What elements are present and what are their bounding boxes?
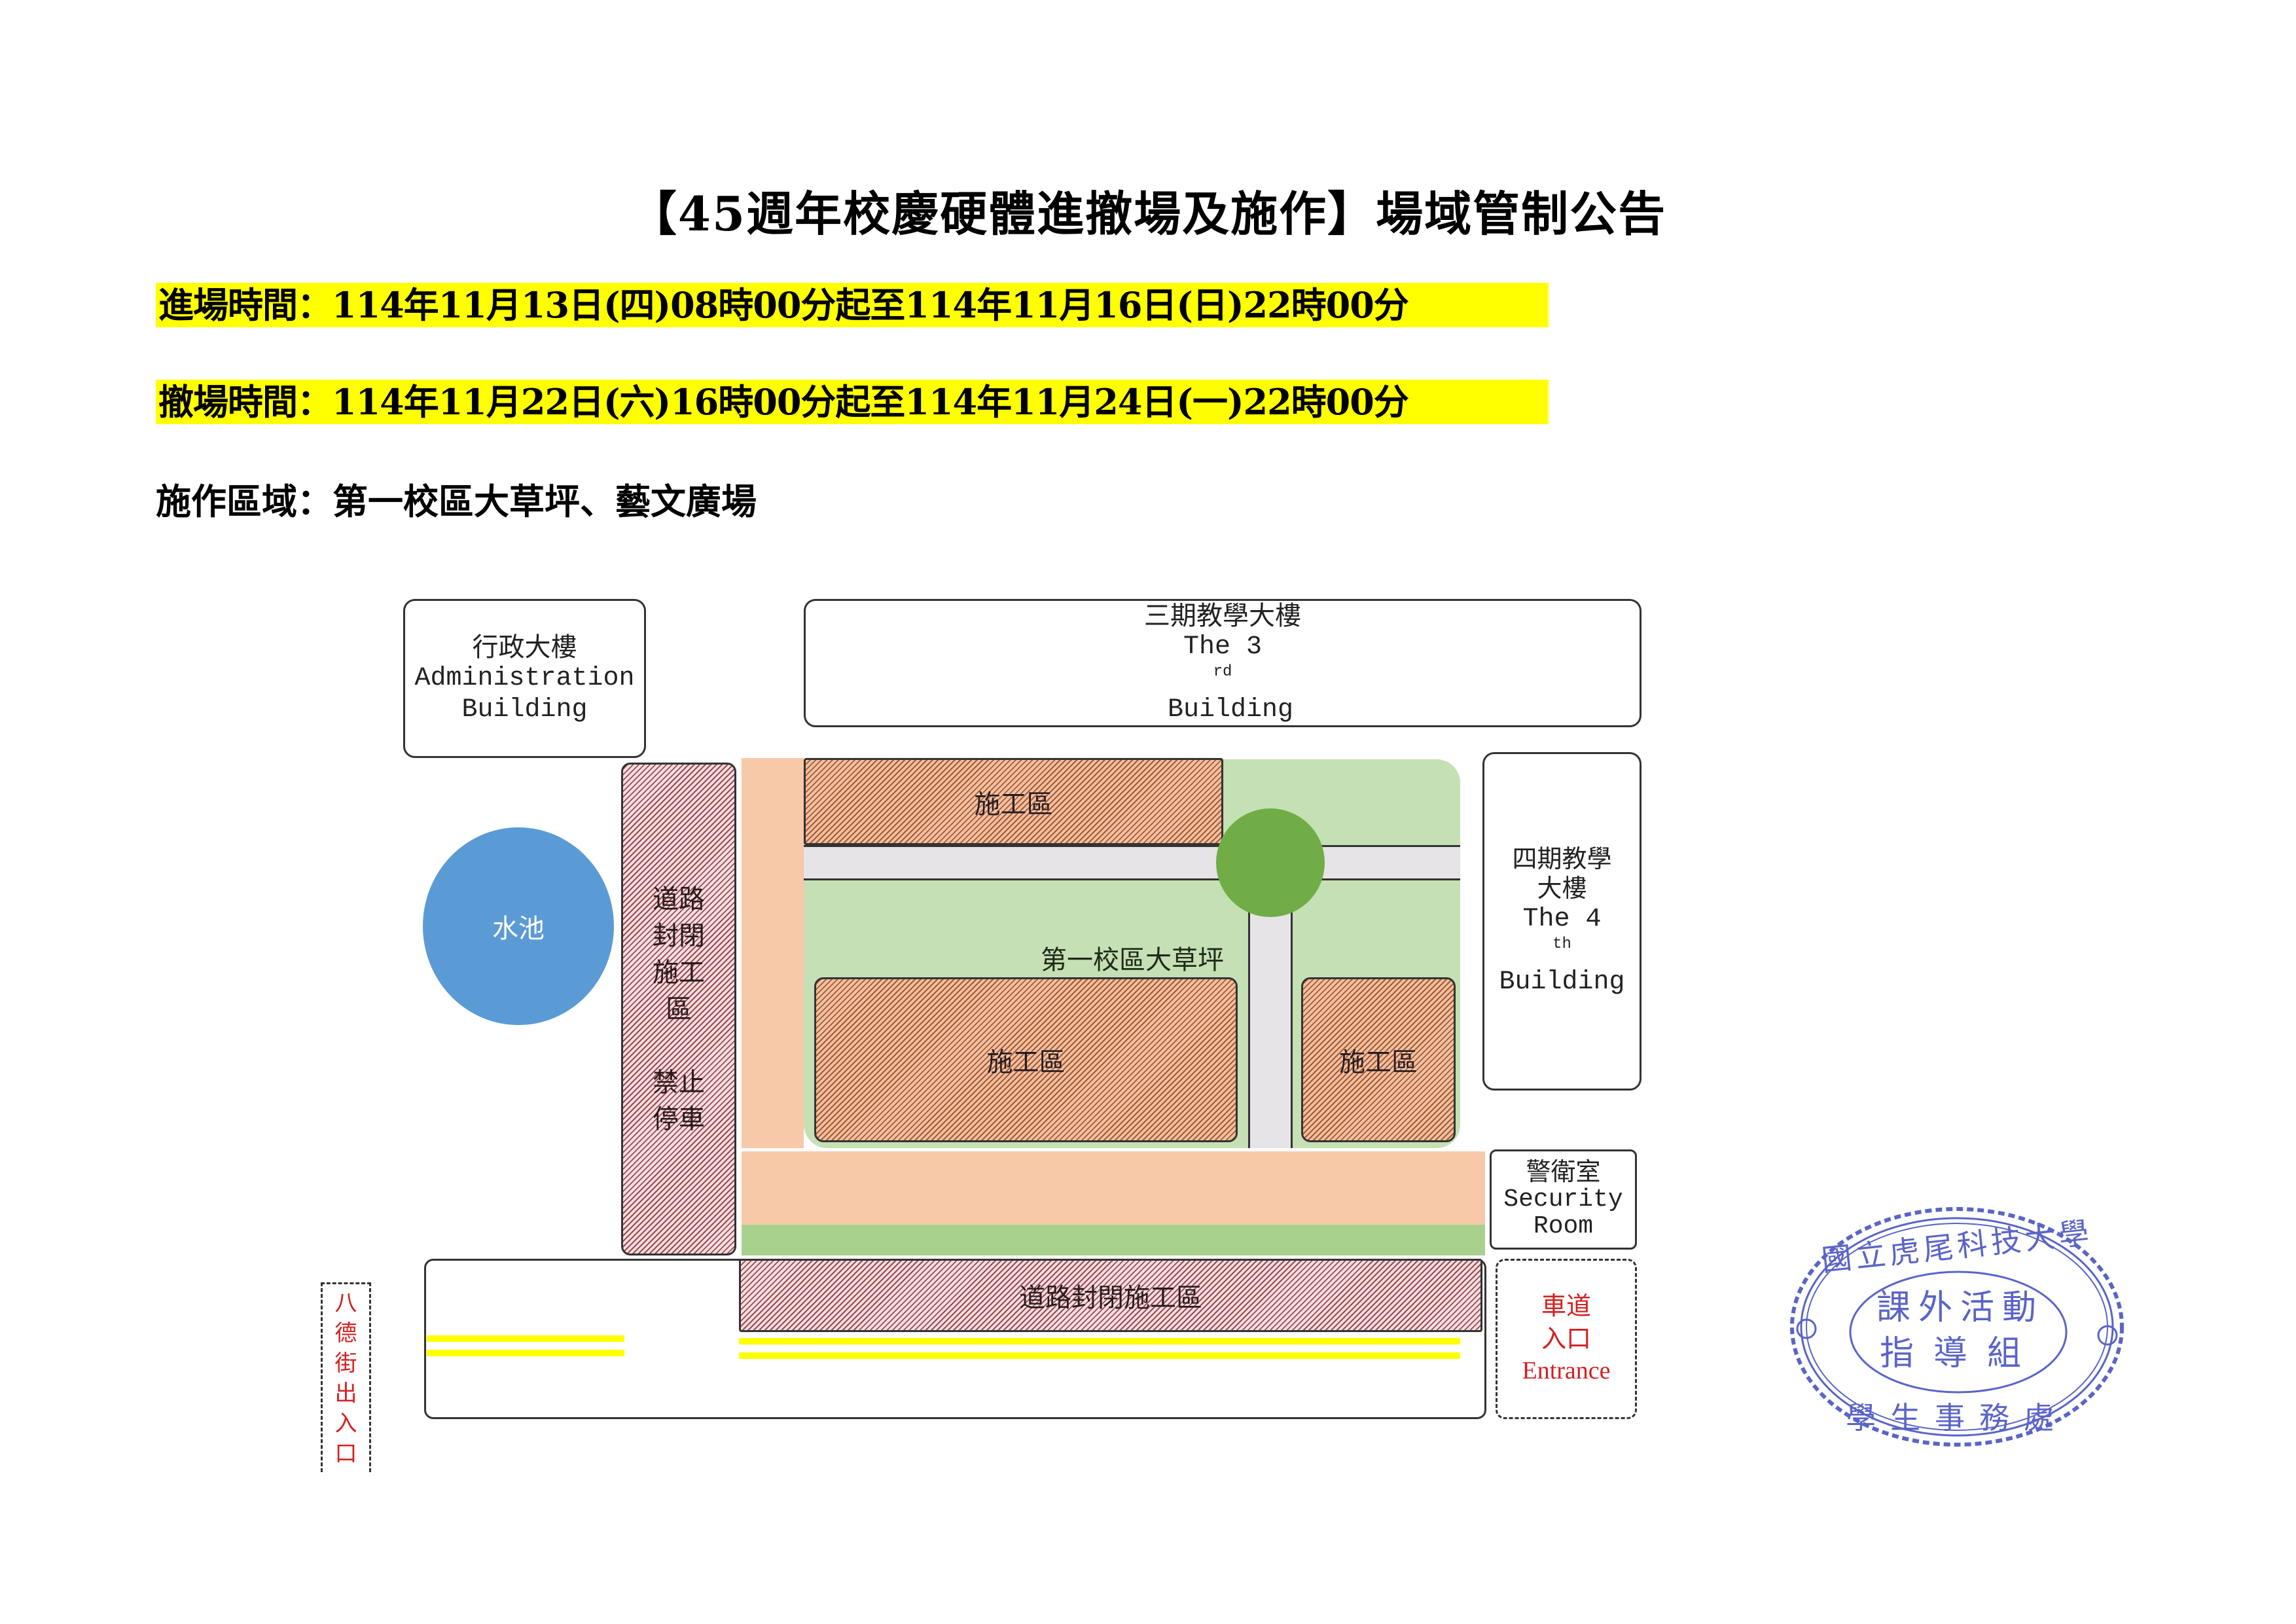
left-closure-line-6: 禁止 — [653, 1067, 705, 1098]
bade-street-char-2: 德 — [334, 1320, 357, 1346]
security-room: 警衛室 Security Room — [1490, 1149, 1637, 1250]
vehicle-entrance: 車道 入口 Entrance — [1496, 1259, 1637, 1419]
left-road-closure-zone: 道路 封閉 施工 區 禁止 停車 — [621, 763, 736, 1255]
work-area-label: 施作區域： — [156, 480, 332, 522]
pond: 水池 — [423, 827, 614, 1025]
entry-time-row: 進場時間：114年11月13日(四)08時00分起至114年11月16日(日)2… — [156, 283, 1549, 327]
stamp-char: 學 — [1846, 1400, 1890, 1435]
stamp-char: 尾 — [1921, 1229, 1960, 1268]
construction-zone-small: 施工區 — [1301, 977, 1456, 1142]
fourth-building-en-prefix: The 4 — [1522, 904, 1602, 934]
construction-zone-large: 施工區 — [814, 977, 1238, 1142]
construction-zone-large-label: 施工區 — [986, 1047, 1066, 1077]
stamp-outer-bottom: 學生事務處 — [1826, 1394, 2088, 1437]
left-closure-line-7: 停車 — [653, 1104, 705, 1134]
plaza-walkway-vertical — [742, 758, 804, 1148]
security-room-en-2: Room — [1533, 1212, 1594, 1241]
admin-building-en-2: Building — [461, 695, 588, 725]
work-area-value: 第一校區大草坪、藝文廣場 — [332, 480, 757, 522]
plaza-walkway-horizontal — [742, 1151, 1485, 1225]
vehicle-entrance-en: Entrance — [1522, 1357, 1611, 1385]
bade-street-exit: 八 德 街 出 入 口 — [321, 1282, 371, 1472]
stamp-char: 立 — [1854, 1236, 1892, 1275]
bade-street-char-1: 八 — [334, 1290, 357, 1316]
fourth-building-en-sup: th — [1552, 935, 1571, 953]
bottom-road-closure-label: 道路封閉施工區 — [1019, 1283, 1202, 1313]
stamp-char: 事 — [1935, 1400, 1979, 1435]
entry-time-value: 114年11月13日(四)08時00分起至114年11月16日(日)22時00分 — [332, 284, 1409, 326]
lane-line-left-2 — [427, 1350, 624, 1356]
page-title: 【45週年校慶硬體進撤場及施作】場域管制公告 — [629, 186, 1667, 242]
third-building-en-sup: rd — [1213, 662, 1232, 681]
left-closure-line-1: 道路 — [653, 884, 705, 914]
stamp-char: 處 — [2024, 1400, 2068, 1435]
tree-icon — [1216, 808, 1325, 917]
third-building-en-prefix: The 3 — [1183, 632, 1262, 662]
lane-line-right-1 — [739, 1338, 1460, 1344]
left-closure-line-3: 施工 — [653, 957, 705, 988]
stamp-char: 生 — [1890, 1400, 1935, 1435]
admin-building-zh: 行政大樓 — [472, 632, 577, 662]
stamp-char: 技 — [1989, 1221, 2027, 1261]
bottom-road-closure-zone: 道路封閉施工區 — [739, 1259, 1482, 1332]
lawn-label: 第一校區大草坪 — [1041, 945, 1224, 975]
exit-time-label: 撤場時間： — [158, 381, 332, 423]
lane-line-right-2 — [739, 1352, 1460, 1359]
lane-line-left-1 — [427, 1335, 624, 1342]
security-room-en-1: Security — [1503, 1185, 1623, 1214]
stamp-char: 科 — [1955, 1225, 1993, 1264]
stamp-seal-icon — [1790, 1207, 2124, 1447]
stamp-char: 學 — [2056, 1214, 2094, 1254]
green-strip — [742, 1225, 1485, 1255]
construction-zone-top-label: 施工區 — [974, 789, 1053, 820]
official-stamp: 國立虎尾科技大學 課外活動 指導組 學生事務處 — [1787, 1204, 2127, 1450]
exit-time-value: 114年11月22日(六)16時00分起至114年11月24日(一)22時00分 — [332, 381, 1409, 423]
fourth-building-zh-1: 四期教學 — [1512, 844, 1612, 873]
left-closure-line-2: 封閉 — [653, 920, 705, 951]
exit-time-row: 撤場時間：114年11月22日(六)16時00分起至114年11月24日(一)2… — [156, 380, 1549, 424]
path-horizontal — [804, 845, 1460, 880]
vehicle-entrance-zh-2: 入口 — [1541, 1324, 1591, 1353]
admin-building: 行政大樓 Administration Building — [403, 599, 646, 758]
left-closure-line-4: 區 — [666, 994, 692, 1024]
fourth-building-zh-2: 大樓 — [1537, 874, 1587, 903]
entry-time-label: 進場時間： — [158, 284, 332, 326]
construction-zone-top: 施工區 — [804, 758, 1223, 845]
stamp-inner-line-1: 課外活動 — [1876, 1288, 2044, 1327]
stamp-char: 國 — [1820, 1239, 1857, 1278]
construction-zone-small-label: 施工區 — [1339, 1047, 1418, 1077]
third-building-en-suffix: Building — [1151, 695, 1294, 725]
bade-street-char-3: 街 — [334, 1350, 357, 1377]
fourth-building-en-2: Building — [1499, 967, 1625, 998]
work-area-row: 施作區域：第一校區大草坪、藝文廣場 — [156, 479, 757, 524]
bade-street-char-5: 入 — [334, 1411, 357, 1437]
pond-label: 水池 — [492, 914, 545, 944]
bade-street-char-6: 口 — [334, 1441, 357, 1467]
bade-street-char-4: 出 — [334, 1380, 357, 1407]
stamp-char: 大 — [2022, 1218, 2061, 1257]
stamp-inner-line-2: 指導組 — [1879, 1334, 2041, 1373]
path-vertical — [1248, 903, 1293, 1148]
admin-building-en-1: Administration — [414, 663, 635, 693]
vehicle-entrance-zh-1: 車道 — [1541, 1291, 1591, 1321]
third-building-zh: 三期教學大樓 — [1144, 600, 1301, 631]
security-room-zh: 警衛室 — [1526, 1157, 1601, 1186]
stamp-char: 務 — [1979, 1400, 2024, 1435]
stamp-char: 虎 — [1888, 1232, 1926, 1271]
